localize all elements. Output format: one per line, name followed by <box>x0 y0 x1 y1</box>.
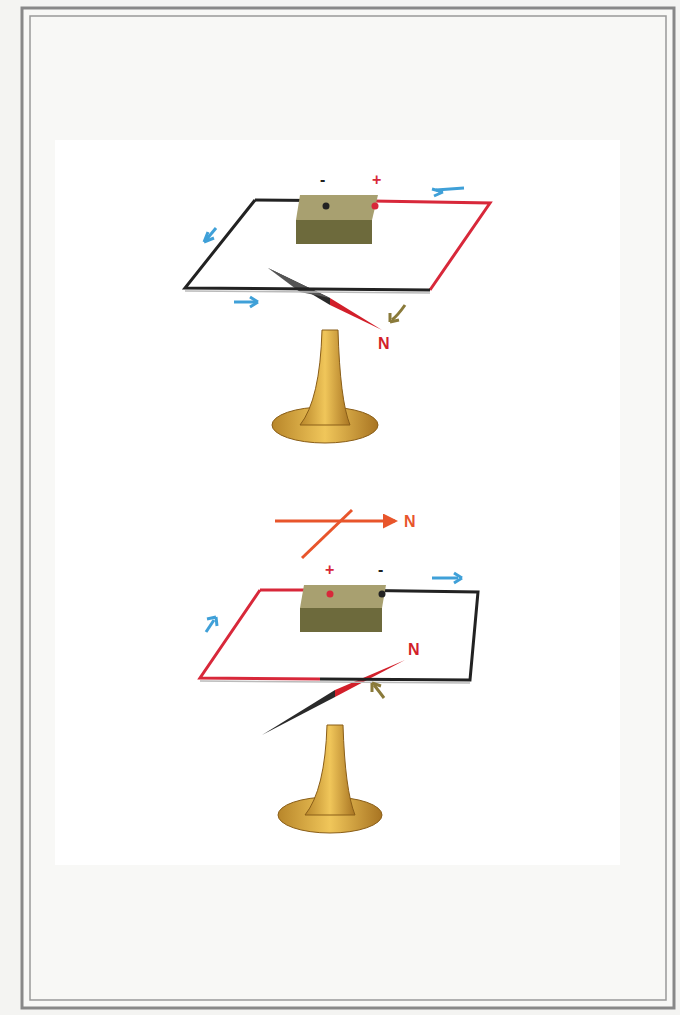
pole-letter: N <box>404 514 416 530</box>
outer-frame <box>22 8 674 1008</box>
inner-frame <box>30 16 666 1000</box>
terminal-sign: + <box>325 562 334 578</box>
terminal-sign: - <box>378 562 383 578</box>
terminal-sign: + <box>372 172 381 188</box>
pole-letter: N <box>408 642 420 658</box>
top-apparatus <box>185 188 490 443</box>
bottom-apparatus <box>200 573 478 833</box>
picture-ground <box>55 140 620 865</box>
pole-letter: N <box>378 336 390 352</box>
crossed-arrow-symbol <box>275 510 395 558</box>
terminal-sign: - <box>320 172 325 188</box>
